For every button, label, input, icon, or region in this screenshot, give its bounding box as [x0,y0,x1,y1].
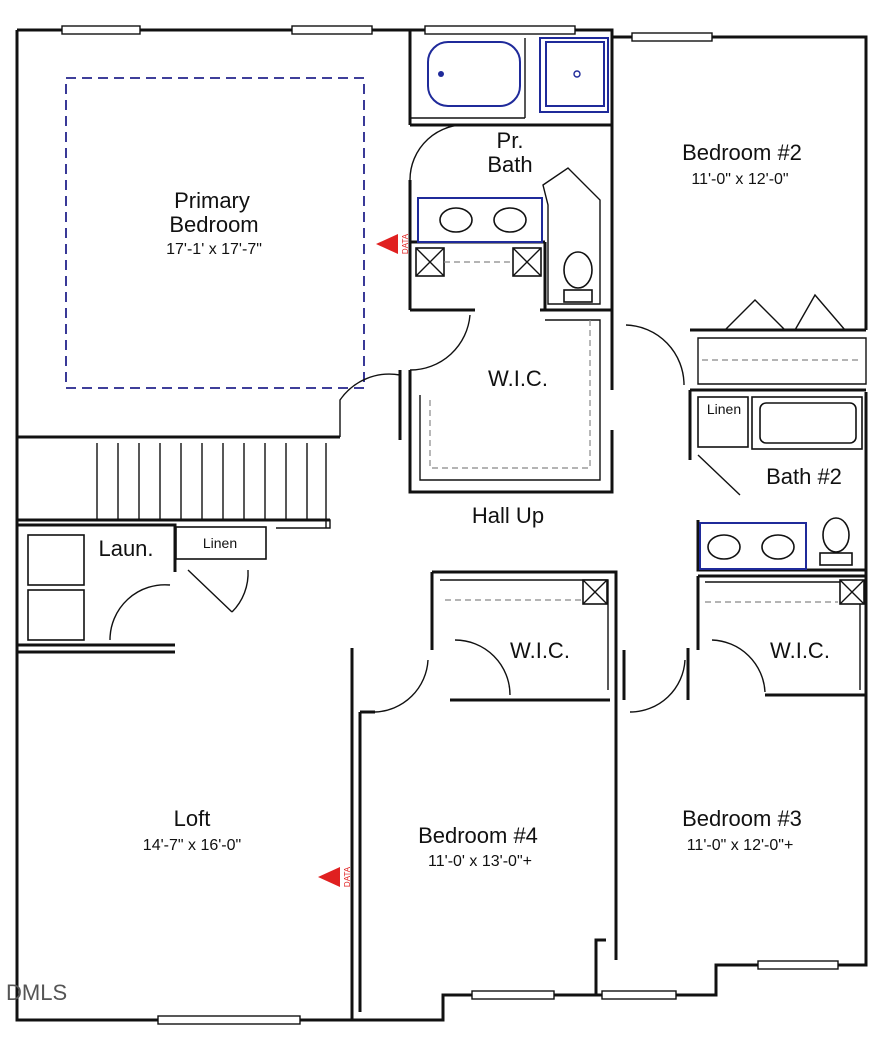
sink [493,207,527,233]
room-name: Linen [203,535,237,551]
ceiling-outline [65,77,365,389]
windows [61,25,839,1025]
primary-bath: Pr. Bath [409,30,614,312]
room-name: Bedroom #4 [418,823,538,848]
room-dimensions: 17'-1' x 17'-7" [166,241,262,258]
linen-closet [175,526,267,560]
room-name: Bath [487,152,532,177]
sink [761,534,795,560]
loft: Loft 14'-7" x 16'-0" [17,650,241,854]
dryer [27,589,85,641]
linen-closet [697,396,749,448]
toilet [822,517,850,553]
room-name: Loft [174,806,211,831]
bath-2: Linen Bath #2 [688,388,866,572]
bedroom-3: Bedroom #3 11'-0" x 12'-0"+ [622,648,802,854]
svg-text:DATA: DATA [343,866,352,887]
room-name: Bath #2 [766,464,842,489]
room-name: Bedroom [169,212,258,237]
laundry: Laun. Linen [17,523,267,647]
bedroom4-wic: W.I.C. [430,570,618,960]
washer [27,534,85,586]
room-name: Bedroom #2 [682,140,802,165]
toilet [563,251,593,289]
room-name: W.I.C. [770,638,830,663]
room-dimensions: 11'-0" x 12'-0"+ [687,837,794,854]
bedroom3-wic: W.I.C. [696,574,866,697]
sink [439,207,473,233]
sink [707,534,741,560]
primary-bedroom: Primary Bedroom 17'-1' x 17'-7" [17,30,412,439]
stairs [17,443,331,529]
room-name: Hall Up [472,503,544,528]
room-name: Bedroom #3 [682,806,802,831]
room-dimensions: 11'-0" x 12'-0" [691,171,788,188]
room-name: Linen [707,401,741,417]
primary-wic: W.I.C. [398,310,614,494]
room-name: Primary [174,188,250,213]
data-marker: DATA [318,866,352,887]
hallway: Hall Up [472,503,544,528]
bedroom-2: Bedroom #2 11'-0" x 12'-0" [610,140,867,390]
watermark-text: DMLS [6,980,67,1005]
room-name: Laun. [98,536,153,561]
bedroom-4: Bedroom #4 11'-0' x 13'-0"+ [350,648,606,1020]
room-name: Pr. [497,128,524,153]
room-name: W.I.C. [510,638,570,663]
bathtub [427,41,521,107]
data-marker: DATA [376,233,410,254]
svg-text:DATA: DATA [401,233,410,254]
room-name: W.I.C. [488,366,548,391]
room-dimensions: 14'-7" x 16'-0" [143,837,241,854]
room-dimensions: 11'-0' x 13'-0"+ [428,853,532,870]
